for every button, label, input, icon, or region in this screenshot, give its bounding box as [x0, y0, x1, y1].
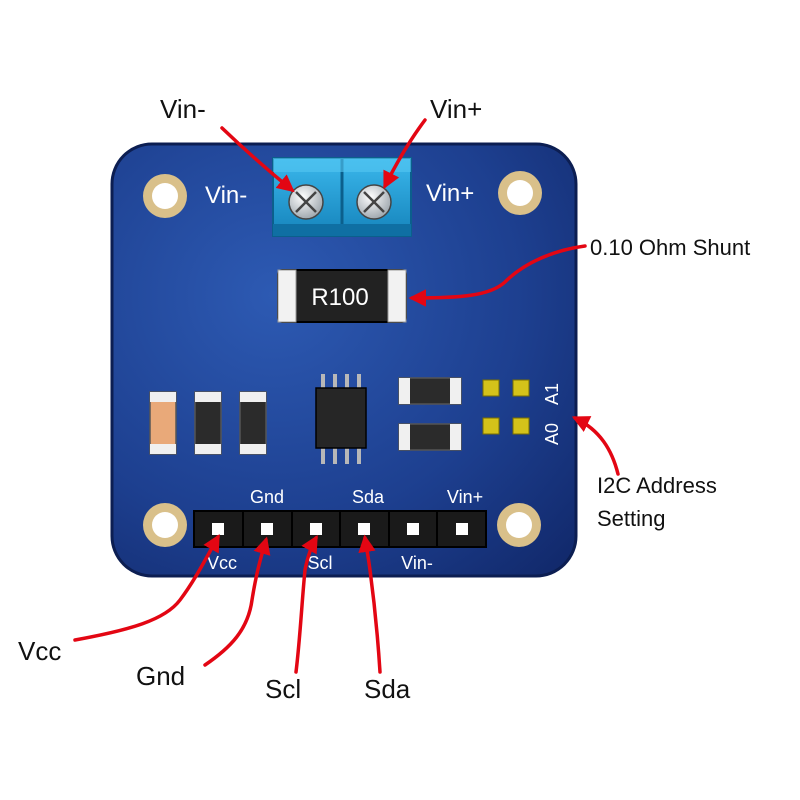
pin-vcc [212, 523, 224, 535]
callout-scl: Scl [265, 674, 301, 704]
arrow-scl [294, 534, 318, 674]
pin-gnd [261, 523, 273, 535]
silk-header-scl: Scl [307, 553, 332, 573]
silk-a0: A0 [542, 423, 562, 445]
ina219-chip [315, 374, 367, 464]
mounting-hole-top-right [498, 171, 542, 215]
arrow-sda [358, 534, 382, 674]
arrow-vin-plus [383, 118, 427, 190]
resistor-right-bottom [398, 423, 462, 451]
callout-i2c-line1: I2C Address [597, 473, 717, 498]
mounting-hole-top-left [143, 174, 187, 218]
callout-vcc: Vcc [18, 636, 61, 666]
silk-header-vin-minus: Vin- [401, 553, 433, 573]
pin-vin-plus [456, 523, 468, 535]
arrow-vcc [73, 533, 220, 642]
callout-vin-plus: Vin+ [430, 94, 482, 124]
silk-header-vin-plus: Vin+ [447, 487, 483, 507]
arrow-shunt [408, 244, 587, 307]
mounting-hole-bottom-left [143, 503, 187, 547]
pin-scl [310, 523, 322, 535]
silk-r100: R100 [311, 284, 368, 311]
screw-vin-minus-icon [288, 184, 324, 220]
pcb-board [110, 142, 578, 578]
arrow-gnd [203, 536, 271, 667]
capacitor-tan [149, 391, 177, 455]
silk-vin-plus: Vin+ [426, 180, 474, 207]
arrow-vin-minus [220, 126, 295, 193]
callout-sda: Sda [364, 674, 411, 704]
screw-vin-plus-icon [356, 184, 392, 220]
resistor-right-top [398, 377, 462, 405]
silk-vin-minus: Vin- [205, 182, 247, 209]
silk-header-gnd: Gnd [250, 487, 284, 507]
callout-shunt: 0.10 Ohm Shunt [590, 235, 750, 260]
resistor-small-2 [239, 391, 267, 455]
mounting-hole-bottom-right [497, 503, 541, 547]
shunt-resistor [277, 269, 407, 323]
silk-a1: A1 [542, 383, 562, 405]
pin-header [193, 510, 487, 548]
address-jumper-pads [482, 379, 530, 435]
arrow-i2c [571, 416, 620, 476]
callout-i2c-line2: Setting [597, 506, 666, 531]
silk-header-vcc: Vcc [207, 553, 237, 573]
silk-header-sda: Sda [352, 487, 385, 507]
callout-vin-minus: Vin- [160, 94, 206, 124]
pin-vin-minus [407, 523, 419, 535]
resistor-small-1 [194, 391, 222, 455]
pin-sda [358, 523, 370, 535]
callout-gnd: Gnd [136, 661, 185, 691]
